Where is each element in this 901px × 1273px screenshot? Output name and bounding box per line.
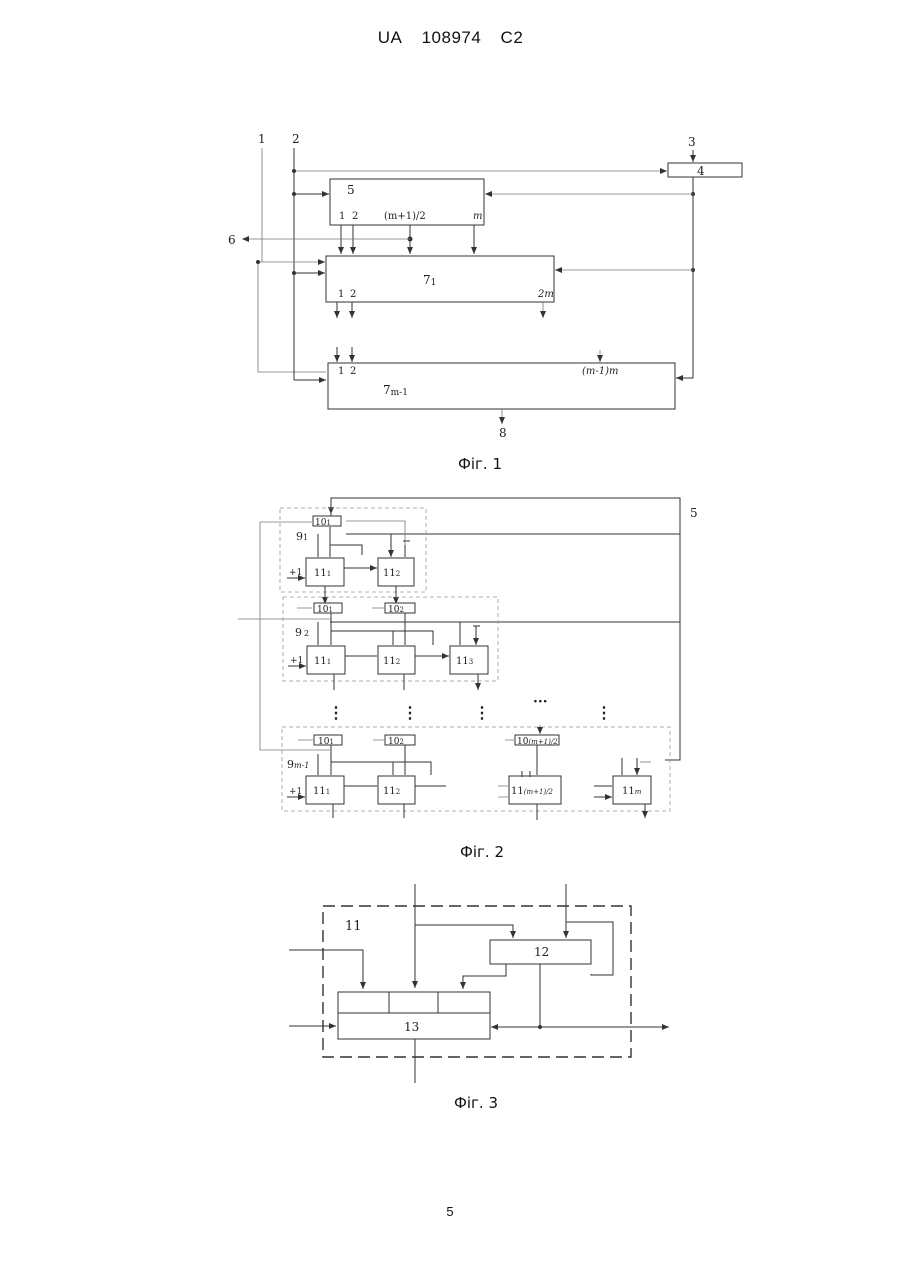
svg-text:111: 111	[314, 568, 331, 579]
input-3-label: 3	[688, 135, 696, 149]
block-11-label: 11	[345, 919, 362, 934]
svg-text:111: 111	[313, 786, 330, 797]
page-number: 5	[440, 1204, 460, 1219]
block-12-label: 12	[534, 945, 549, 959]
svg-text:112: 112	[383, 656, 400, 667]
svg-text:102: 102	[388, 605, 404, 615]
svg-text:⋮: ⋮	[402, 703, 418, 722]
block-4-label: 4	[697, 164, 705, 178]
stage-9-2-label: 92	[295, 626, 309, 639]
svg-text:101: 101	[318, 737, 334, 747]
svg-text:112: 112	[383, 568, 400, 579]
svg-text:⋮: ⋮	[328, 703, 344, 722]
svg-text:102: 102	[388, 737, 404, 747]
svg-text:···: ···	[533, 694, 548, 710]
svg-text:(m-1)m: (m-1)m	[582, 366, 619, 377]
svg-text:11m: 11m	[622, 786, 642, 797]
top-bus	[331, 498, 680, 760]
svg-text:+1: +1	[289, 568, 302, 578]
figure-2: 5 101 91 111 112 +1 101 102 92 1	[238, 498, 698, 820]
svg-text:⋮: ⋮	[474, 703, 490, 722]
fig1-caption: Фіг. 1	[420, 455, 540, 473]
bus-line-1	[258, 148, 326, 372]
svg-text:(m+1)/2: (m+1)/2	[384, 211, 426, 222]
block-13-top	[338, 992, 490, 1013]
svg-text:101: 101	[315, 518, 331, 528]
output-8-label: 8	[499, 426, 507, 440]
svg-text:2: 2	[352, 211, 358, 222]
svg-text:11(m+1)/2: 11(m+1)/2	[511, 786, 554, 797]
stage-9-1-label: 91	[296, 530, 308, 543]
block-7-m-1	[328, 363, 675, 409]
svg-text:2m: 2m	[537, 289, 554, 300]
input-2-label: 2	[292, 132, 300, 146]
svg-text:m: m	[473, 211, 482, 222]
svg-text:10(m+1)/2: 10(m+1)/2	[517, 737, 558, 747]
fig2-label-5: 5	[690, 506, 698, 520]
svg-text:1: 1	[339, 211, 345, 222]
svg-text:112: 112	[383, 786, 400, 797]
fig3-caption: Фіг. 3	[416, 1094, 536, 1112]
svg-text:2: 2	[350, 366, 356, 377]
stage-9-m-1-label: 9m-1	[287, 758, 309, 771]
svg-text:113: 113	[456, 656, 473, 667]
svg-text:1: 1	[338, 366, 344, 377]
block-13-label: 13	[404, 1020, 419, 1034]
svg-text:+1: +1	[290, 656, 303, 666]
svg-text:+1: +1	[289, 787, 302, 797]
block-7-1	[326, 256, 554, 302]
figure-3: 11 12 13	[289, 884, 669, 1083]
block-5-label: 5	[347, 183, 355, 197]
svg-text:2: 2	[350, 289, 356, 300]
input-1-label: 1	[258, 132, 266, 146]
fig2-caption: Фіг. 2	[422, 843, 542, 861]
svg-text:⋮: ⋮	[596, 703, 612, 722]
figure-1: 1 2 3 4 5 1 2 (m+1)/2 m 6	[228, 132, 742, 440]
block-4	[668, 163, 742, 177]
output-6-label: 6	[228, 233, 236, 247]
svg-text:111: 111	[314, 656, 331, 667]
svg-text:1: 1	[338, 289, 344, 300]
